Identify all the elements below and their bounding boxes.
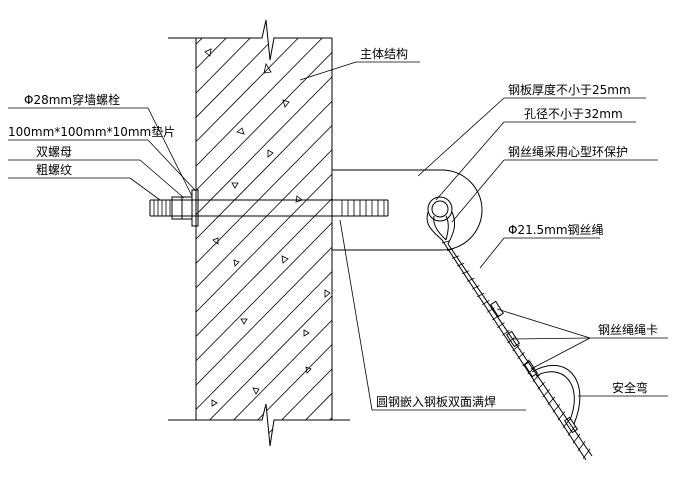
label-weld: 圆钢嵌入钢板双面满焊 [376,394,496,409]
washer-plate [191,189,199,227]
label-washer: 100mm*100mm*10mm垫片 [8,124,175,139]
labels: 主体结构 Φ28mm穿墙螺栓 100mm*100mm*10mm垫片 双螺母 粗螺… [8,46,658,409]
label-through-bolt: Φ28mm穿墙螺栓 [24,92,120,107]
coarse-thread-left [153,200,171,216]
coarse-thread-right [341,200,385,216]
steel-plate [332,169,483,251]
wall-section [168,19,350,447]
plate-hole [427,196,453,222]
wire-rope-assembly [426,211,593,461]
label-thimble: 钢丝绳采用心型环保护 [508,145,628,159]
safety-bend-loop [531,365,581,425]
label-safety-bend: 安全弯 [612,380,648,395]
label-plate-thickness: 钢板厚度不小于25mm [508,82,631,97]
wall-hatch [196,20,332,446]
label-hole-diameter: 孔径不小于32mm [524,107,623,121]
label-main-structure: 主体结构 [360,46,408,61]
label-double-nut: 双螺母 [36,145,72,159]
label-wire-rope: Φ21.5mm钢丝绳 [508,223,604,237]
aggregate-marks [204,48,331,407]
label-coarse-thread: 粗螺纹 [36,163,72,177]
through-bolt [149,189,389,227]
leader-lines [8,61,668,411]
label-rope-clip: 钢丝绳绳卡 [598,323,658,337]
